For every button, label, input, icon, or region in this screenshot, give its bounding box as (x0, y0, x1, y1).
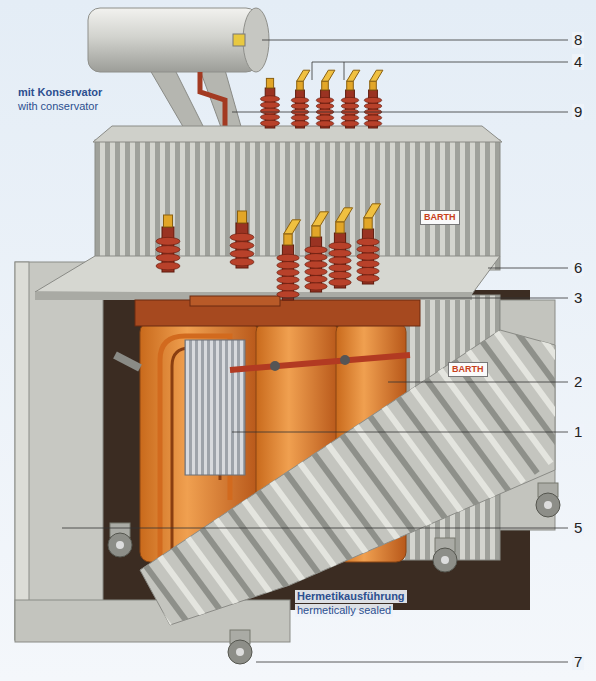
bushing (260, 78, 279, 128)
callout-number: 8 (572, 32, 584, 48)
callout-number: 6 (572, 260, 584, 276)
variant-label: hermetically sealed (295, 604, 393, 617)
callout-number: 3 (572, 290, 584, 306)
callout-number: 9 (572, 104, 584, 120)
bushing (277, 220, 301, 300)
nameplate-logo: BARTH (448, 362, 488, 377)
bushing (329, 208, 353, 288)
callout-number: 4 (572, 54, 584, 70)
variant-label: mit Konservator (18, 86, 102, 99)
callout-number: 5 (572, 520, 584, 536)
bushing (357, 204, 381, 284)
bushing (156, 215, 180, 272)
bushing (230, 211, 254, 268)
variant-label: Hermetikausführung (295, 590, 407, 603)
callout-number: 1 (572, 424, 584, 440)
callout-number: 2 (572, 374, 584, 390)
bushing (291, 70, 310, 128)
bushing (364, 70, 383, 128)
nameplate-logo: BARTH (420, 210, 460, 225)
callout-number: 7 (572, 654, 584, 670)
bushing (316, 70, 335, 128)
bushing (305, 212, 329, 292)
variant-label: with conservator (18, 100, 98, 113)
